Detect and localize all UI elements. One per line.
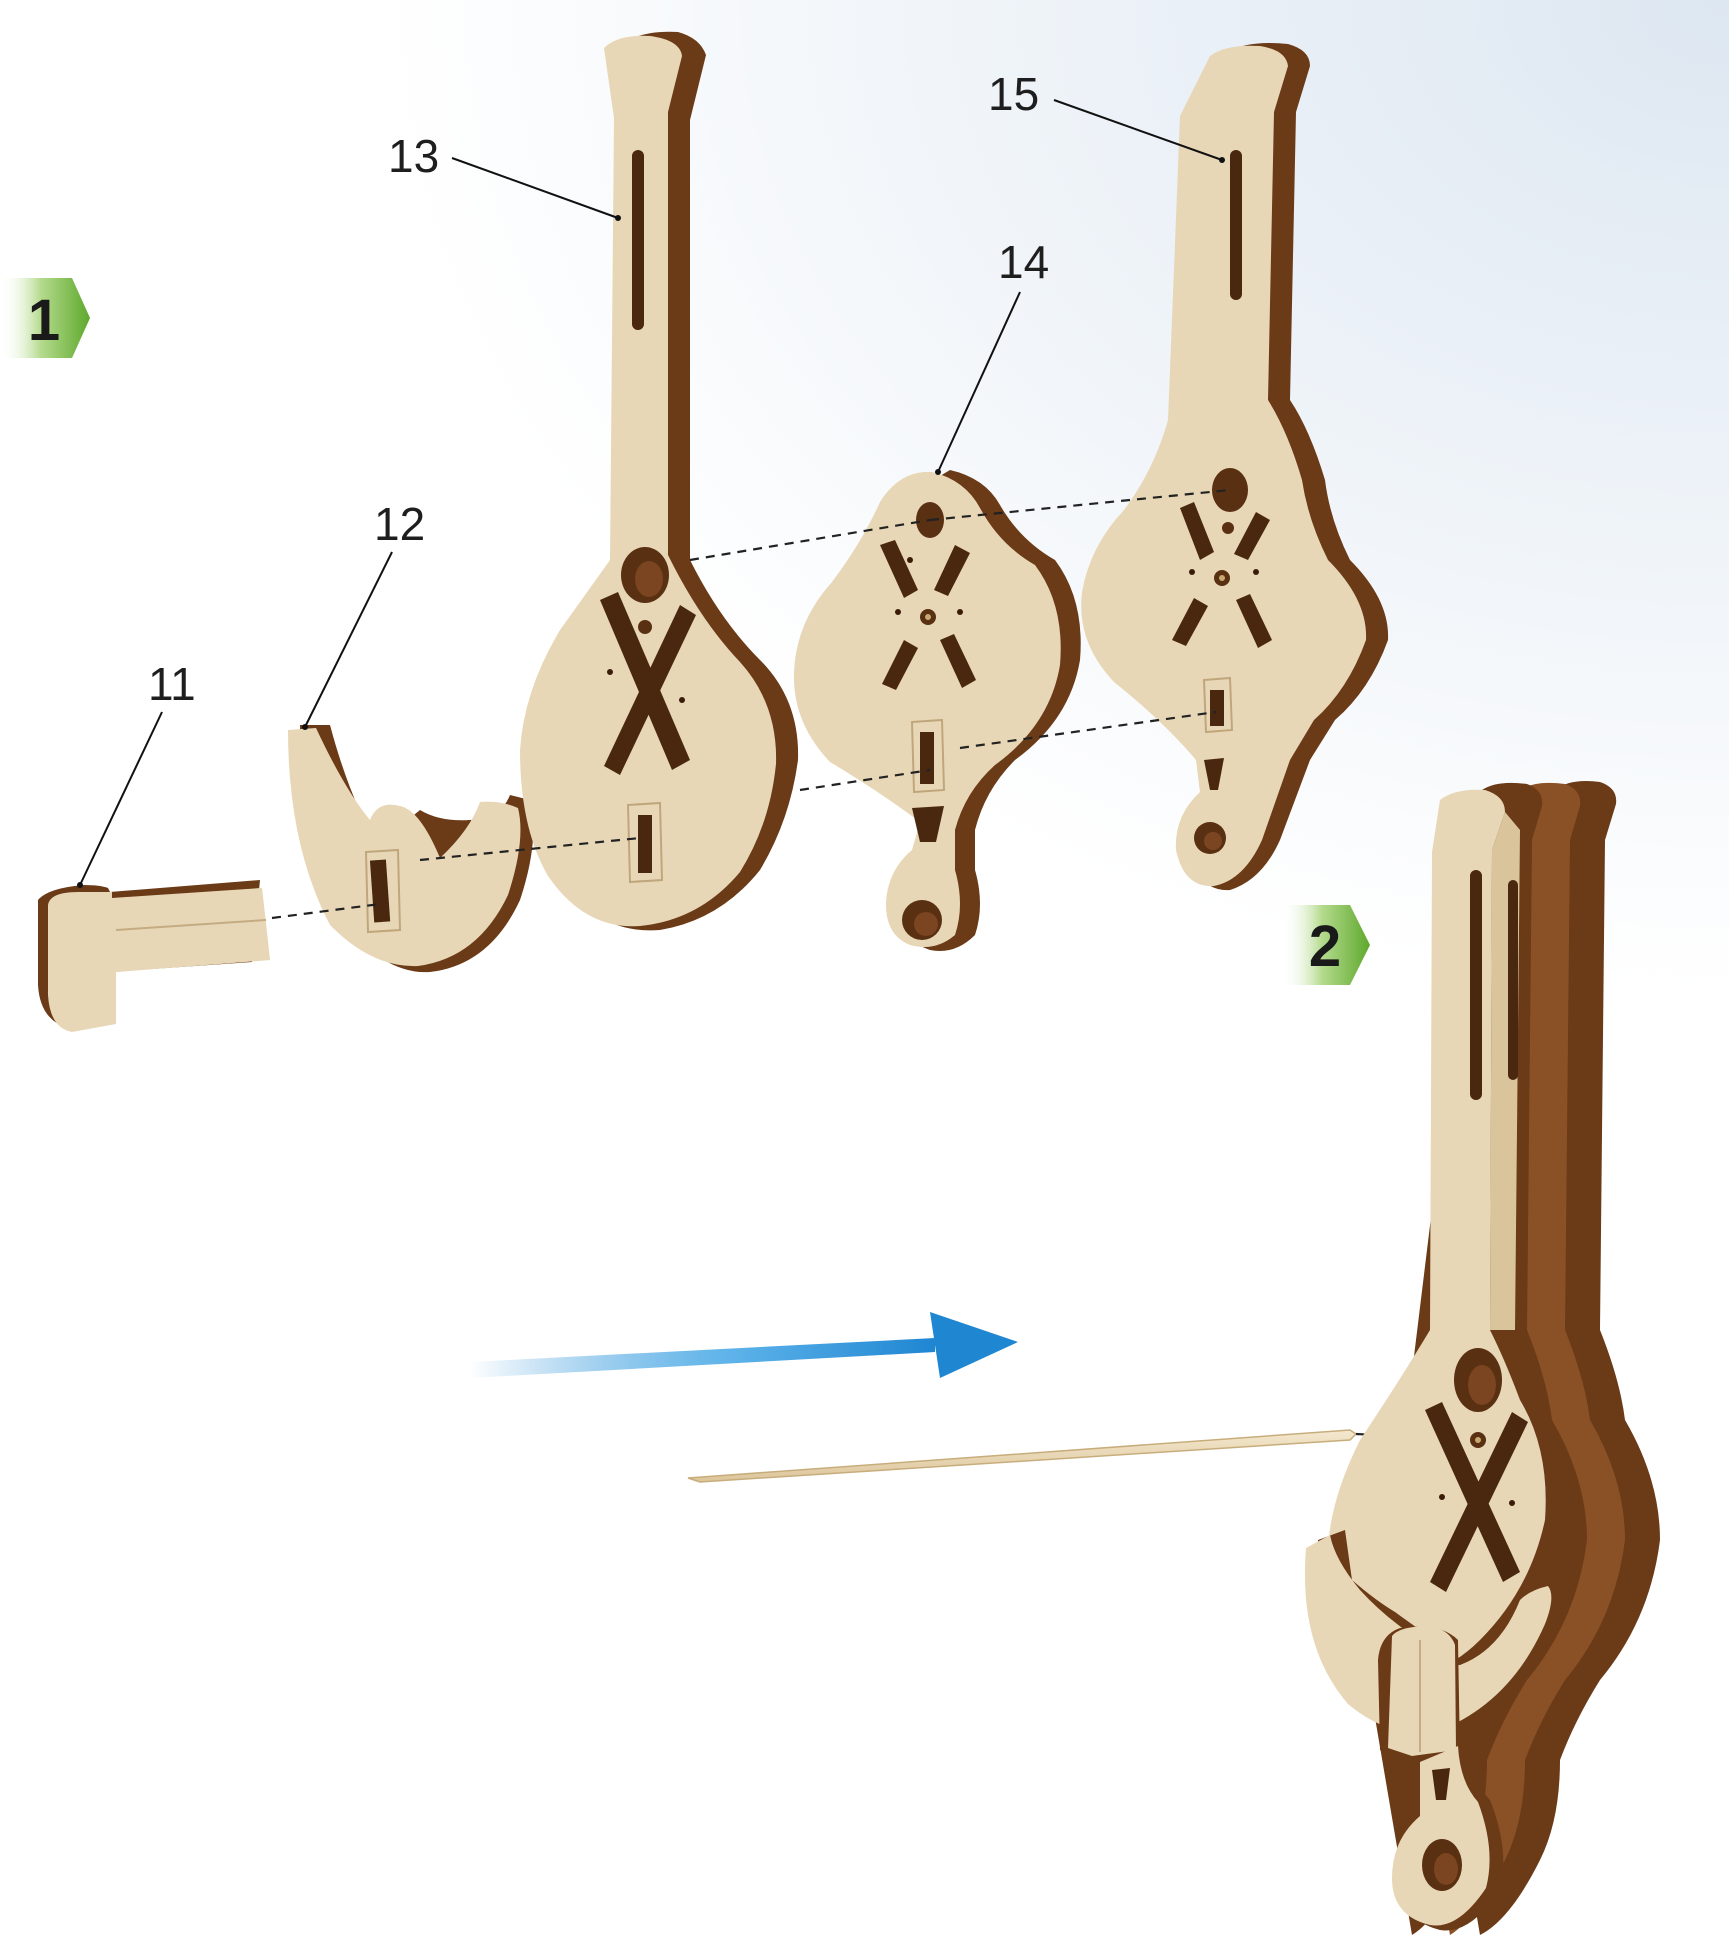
step-badge-2: 2 xyxy=(1282,905,1370,985)
part-13-arm xyxy=(520,32,798,931)
svg-text:12: 12 xyxy=(374,498,425,550)
svg-text:11: 11 xyxy=(148,658,196,710)
callout-13: 13 xyxy=(388,130,621,221)
part-14-plate xyxy=(794,470,1081,951)
svg-text:1: 1 xyxy=(28,288,60,353)
callout-14: 14 xyxy=(935,236,1049,475)
svg-text:13: 13 xyxy=(388,130,439,182)
callout-12: 12 xyxy=(302,498,425,730)
part-11-block xyxy=(38,880,270,1032)
part-15-arm xyxy=(1081,43,1388,890)
svg-text:14: 14 xyxy=(998,236,1049,288)
part-12-cradle xyxy=(288,725,533,972)
callout-11: 11 xyxy=(77,658,196,888)
direction-arrow xyxy=(470,1312,1018,1378)
svg-text:15: 15 xyxy=(988,68,1039,120)
step-badge-1: 1 xyxy=(0,278,90,358)
svg-text:2: 2 xyxy=(1309,914,1341,979)
